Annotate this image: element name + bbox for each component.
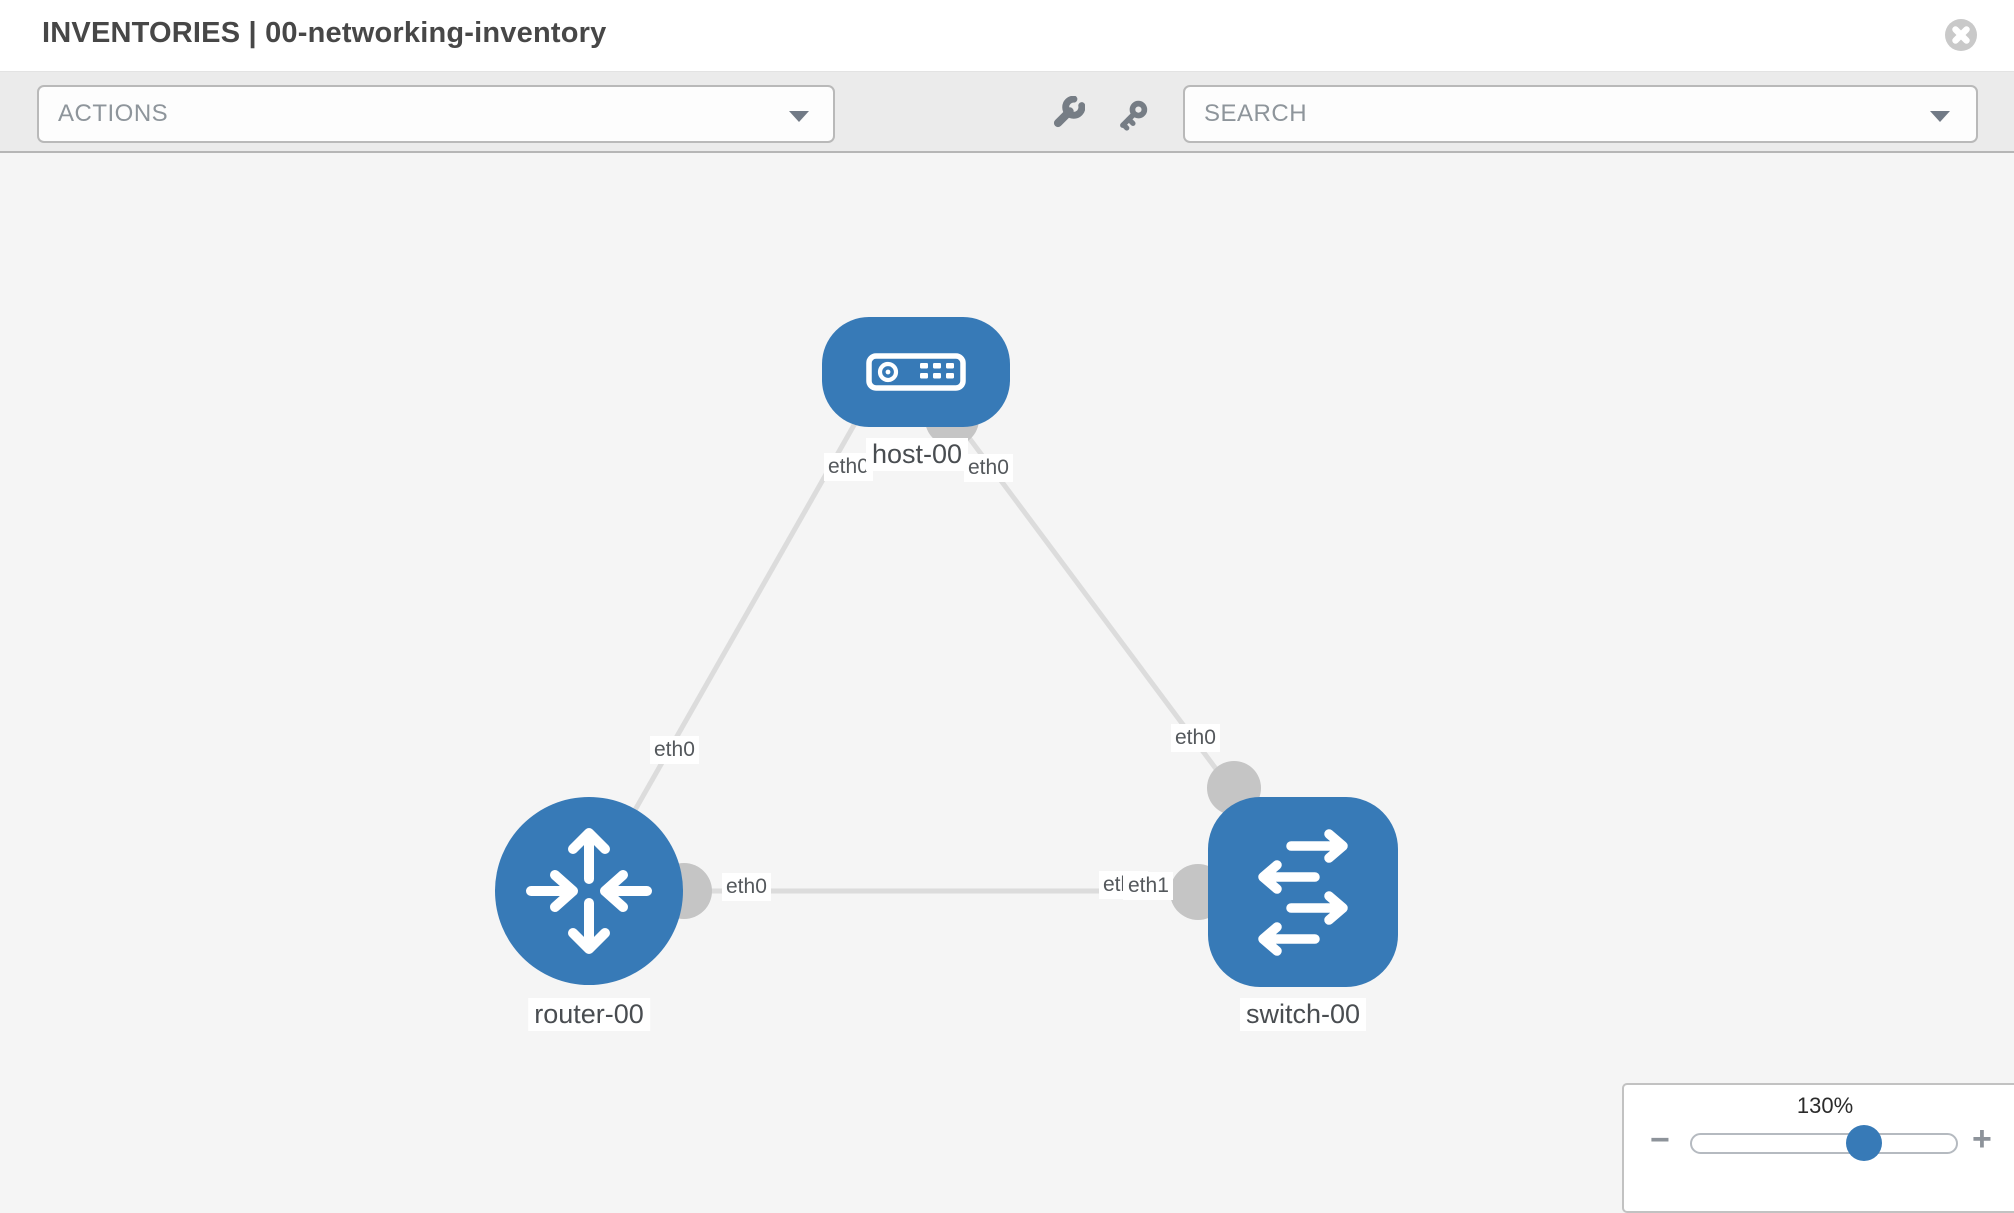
iface-label-switch-left-eth1: eth1 <box>1123 872 1173 900</box>
node-host[interactable] <box>822 317 1010 427</box>
key-icon <box>1120 100 1148 131</box>
close-button[interactable] <box>1945 19 1977 51</box>
toolbar: ACTIONS SEARCH <box>0 71 2014 153</box>
zoom-slider-thumb[interactable] <box>1845 1125 1882 1161</box>
key-button[interactable] <box>1115 99 1149 138</box>
zoom-in-button[interactable]: + <box>1972 1120 1992 1158</box>
ports <box>656 392 1261 920</box>
switch-icon <box>1258 829 1348 956</box>
router-icon <box>526 828 652 954</box>
zoom-control-panel: 130% − + <box>1622 1083 2014 1213</box>
zoom-out-button[interactable]: − <box>1650 1121 1670 1159</box>
wrench-button[interactable] <box>1049 95 1086 137</box>
actions-dropdown[interactable]: ACTIONS <box>37 85 835 143</box>
node-label-router: router-00 <box>528 998 650 1031</box>
iface-label-router-link: eth0 <box>650 736 699 764</box>
chevron-down-icon <box>789 111 809 122</box>
page-title: INVENTORIES | 00-networking-inventory <box>42 17 607 49</box>
links <box>586 409 1303 894</box>
topology-canvas[interactable]: eth0 eth0 eth0 eth0 eth0 eth0 eth1 host-… <box>0 153 2014 1200</box>
chevron-down-icon <box>1930 111 1950 122</box>
zoom-level-value: 130% <box>1796 1093 1854 1118</box>
node-router[interactable] <box>495 797 683 985</box>
node-label-switch: switch-00 <box>1239 998 1367 1031</box>
node-switch[interactable] <box>1208 797 1398 987</box>
iface-label-host-left: eth0 <box>824 453 873 481</box>
actions-dropdown-label: ACTIONS <box>58 100 169 127</box>
search-placeholder: SEARCH <box>1204 100 1308 127</box>
iface-label-host-right: eth0 <box>964 454 1013 482</box>
iface-label-switch-top: eth0 <box>1171 724 1220 752</box>
zoom-slider-track[interactable] <box>1690 1125 1958 1161</box>
close-icon <box>1945 19 1977 51</box>
host-device-icon <box>866 353 966 391</box>
wrench-icon <box>1053 95 1086 128</box>
node-label-host: host-00 <box>865 438 969 471</box>
modal-header: INVENTORIES | 00-networking-inventory <box>0 0 2014 71</box>
search-dropdown[interactable]: SEARCH <box>1183 85 1978 143</box>
topology-graph <box>495 317 1398 987</box>
iface-label-router-right: eth0 <box>722 873 771 901</box>
